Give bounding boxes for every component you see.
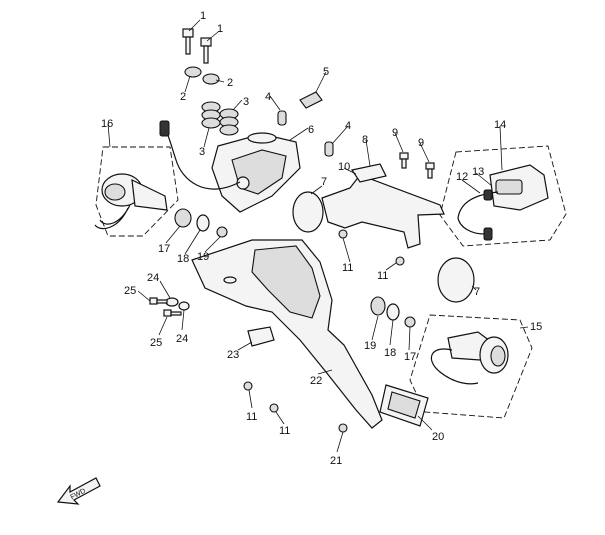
clip-part (277, 110, 287, 126)
callout-label: 4 (345, 120, 351, 132)
callout-label: 6 (308, 124, 314, 136)
fwd-label: FWD (70, 488, 87, 502)
screw-part (425, 162, 435, 179)
screw-part (163, 309, 182, 317)
callout-label: 3 (199, 146, 205, 158)
washer-part (196, 214, 210, 232)
license-plate-part (379, 384, 429, 427)
license-light-part (489, 164, 549, 211)
license-light-wire (457, 191, 499, 235)
screw-part (149, 297, 168, 305)
nut-part (243, 381, 253, 391)
washer-part (178, 301, 190, 311)
callout-label: 12 (456, 171, 468, 183)
nut-part (338, 229, 348, 239)
callout-label: 14 (494, 119, 506, 131)
washer-part (386, 303, 400, 321)
nut-part (404, 316, 416, 328)
callout-label: 22 (310, 375, 322, 387)
callout-label: 3 (243, 96, 249, 108)
callout-label: 10 (338, 161, 350, 173)
rubber-mount-part (174, 208, 192, 228)
callout-label: 18 (384, 347, 396, 359)
connector-part (483, 189, 493, 201)
callout-label: 16 (101, 118, 113, 130)
bracket-part (351, 163, 387, 183)
leader-lines (107, 19, 529, 453)
group-box-15 (409, 314, 533, 419)
callout-label: 18 (177, 253, 189, 265)
reflector-part (292, 191, 324, 233)
bolt-part (200, 37, 212, 64)
nut-part (338, 423, 348, 433)
callout-label: 11 (342, 262, 353, 274)
connector-part (159, 120, 170, 137)
callout-label: 13 (472, 166, 484, 178)
callout-label: 7 (321, 176, 327, 188)
turn-signal-wire (94, 204, 131, 230)
connector-part (483, 227, 493, 241)
clip-part (299, 91, 323, 109)
group-box-16 (95, 146, 179, 237)
screw-part (399, 152, 409, 169)
callout-label: 2 (227, 77, 233, 89)
callout-label: 8 (362, 134, 368, 146)
rear-fender-bracket (191, 239, 383, 429)
fwd-arrow-icon: FWD (56, 477, 101, 505)
washer-part (202, 73, 220, 85)
callout-label: 21 (330, 455, 342, 467)
callout-label: 19 (364, 340, 376, 352)
callout-label: 24 (147, 272, 159, 284)
callout-label: 15 (530, 321, 542, 333)
bolt-part (182, 28, 194, 55)
callout-label: 4 (265, 91, 271, 103)
callout-label: 17 (158, 243, 170, 255)
callout-label: 9 (392, 127, 398, 139)
callout-label: 11 (377, 270, 388, 282)
bracket-part (247, 326, 275, 347)
callout-label: 1 (217, 23, 223, 35)
washer-part (165, 297, 179, 307)
callout-label: 2 (180, 91, 186, 103)
rubber-mount-part (370, 296, 386, 316)
grommet-part (201, 101, 221, 129)
callout-label: 25 (124, 285, 136, 297)
group-box-14 (439, 145, 567, 247)
callout-label: 19 (197, 251, 209, 263)
tail-light-housing (211, 132, 301, 213)
callout-label: 5 (323, 66, 329, 78)
callout-labels: 1 1 2 2 3 3 4 5 6 4 8 9 9 10 7 14 13 12 … (101, 10, 542, 467)
washer-part (184, 66, 202, 78)
turn-signal-wire (430, 348, 479, 385)
callout-label: 7 (474, 286, 480, 298)
nut-part (216, 226, 228, 238)
callout-label: 23 (227, 349, 239, 361)
callout-label: 11 (279, 425, 290, 437)
wire-harness (165, 129, 241, 190)
callout-label: 11 (246, 411, 257, 423)
callout-label: 17 (404, 351, 416, 363)
callout-label: 20 (432, 431, 444, 443)
turn-signal-right (447, 331, 509, 374)
nut-part (269, 403, 279, 413)
reflector-part (437, 257, 475, 303)
grommet-part (219, 108, 239, 136)
callout-label: 25 (150, 337, 162, 349)
clip-part (324, 141, 334, 157)
callout-label: 1 (200, 10, 206, 22)
callout-label: 9 (418, 137, 424, 149)
turn-signal-left (101, 173, 168, 211)
callout-label: 24 (176, 333, 188, 345)
nut-part (395, 256, 405, 266)
